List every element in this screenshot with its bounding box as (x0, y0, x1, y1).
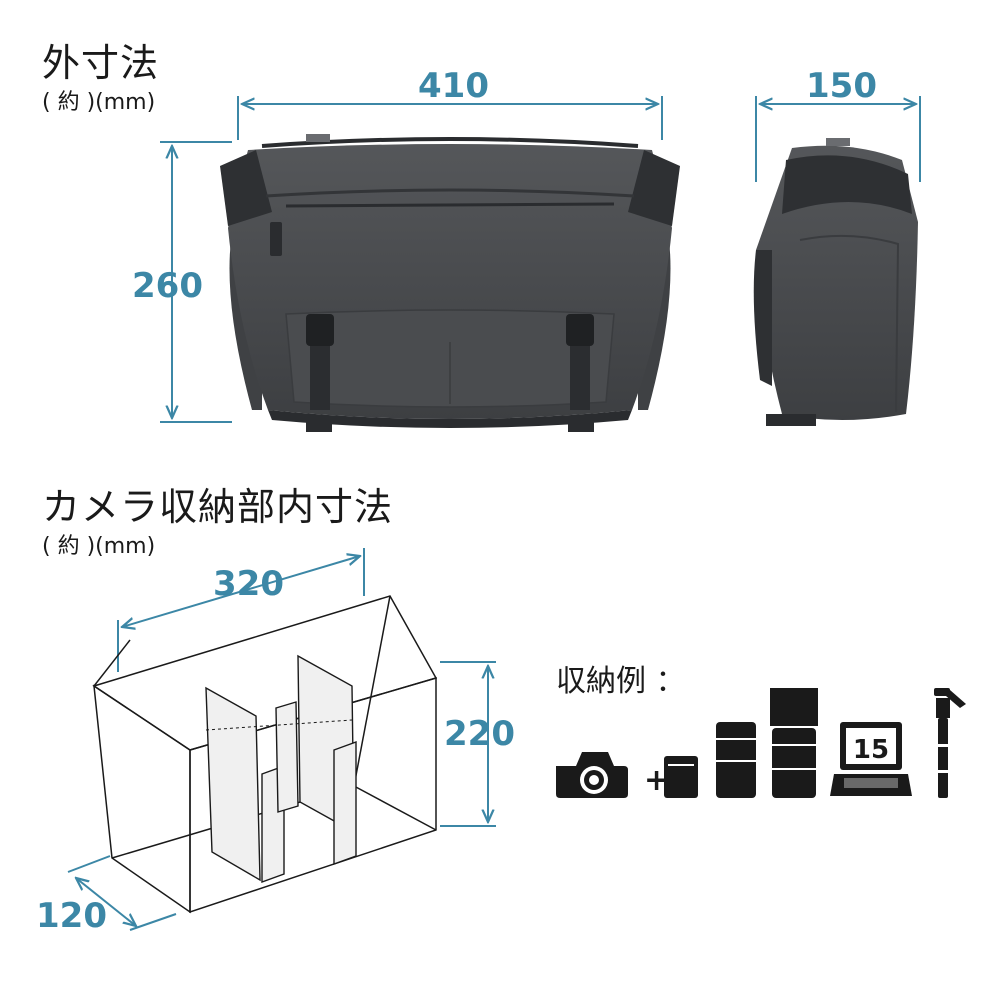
inner-dimensions-title: カメラ収納部内寸法 (42, 485, 394, 529)
bag-front-view (220, 134, 680, 432)
tripod-icon (934, 688, 966, 798)
camera-icon (556, 752, 628, 798)
inner-dividers (205, 654, 357, 883)
laptop-size-label: 15 (853, 735, 889, 765)
inner-dimension-lines (67, 548, 496, 931)
outer-dimension-lines (160, 96, 921, 423)
outer-dimensions-title: 外寸法 (42, 41, 160, 85)
storage-example-label: 収納例 ： (556, 664, 686, 699)
hooded-lens-icon (770, 688, 818, 798)
outer-dimensions-unit: ( 約 )(mm) (42, 90, 156, 115)
inner-height-value: 220 (444, 714, 515, 754)
bag-side-view (753, 138, 918, 426)
tele-lens-icon (716, 722, 756, 798)
laptop-icon: 15 (830, 722, 912, 796)
small-lens-icon (664, 756, 698, 798)
